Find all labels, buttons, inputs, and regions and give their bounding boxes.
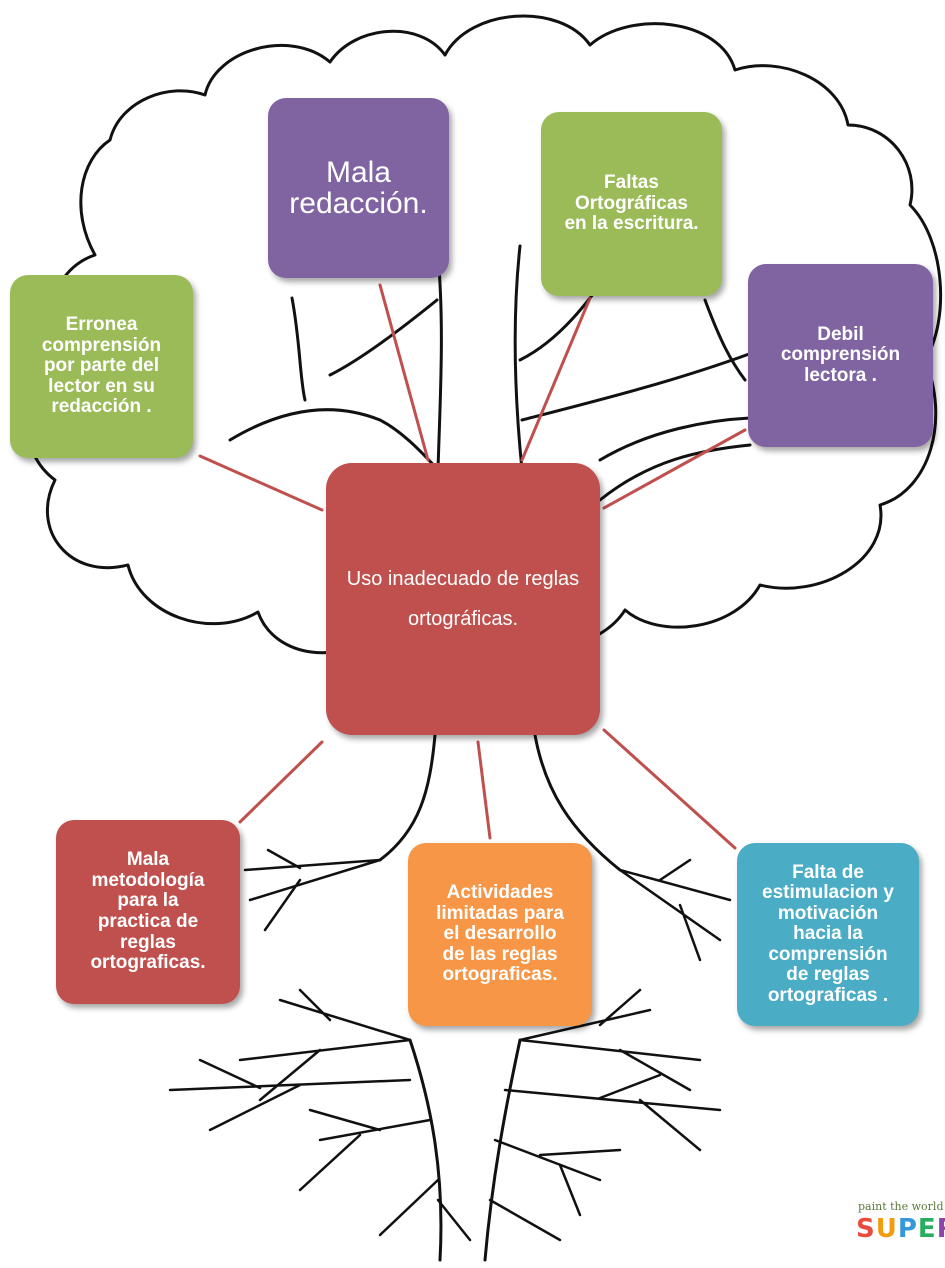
connector-cause-2 [476,740,492,840]
cause-text-3: Falta de estimulacion y motivación hacia… [762,861,894,1006]
logo-letter: R [937,1214,945,1244]
connector-effect-2 [378,283,430,462]
cause-text-1: Mala metodología para la practica de reg… [90,849,206,974]
central-problem-box: Uso inadecuado de reglas ortográficas. [326,463,600,735]
effect-text-3: Faltas Ortográficas en la escritura. [564,172,699,235]
cause-box-1: Mala metodología para la practica de reg… [56,820,240,1004]
connector-effect-3 [520,296,592,462]
effect-text-4: Debil comprensión lectora . [780,323,901,386]
logo-letter: U [875,1214,898,1244]
central-problem-text: Uso inadecuado de reglas ortográficas. [346,568,580,630]
tree-roots [168,848,732,1242]
cause-box-2: Actividades limitadas para el desarrollo… [408,843,592,1026]
connector-cause-3 [602,728,737,850]
effect-box-2: Mala redacción. [268,98,449,278]
connector-effect-4 [602,428,747,510]
cause-text-2: Actividades limitadas para el desarrollo… [436,882,564,986]
cause-box-3: Falta de estimulacion y motivación hacia… [737,843,919,1026]
effect-box-1: Erronea comprensión por parte del lector… [10,275,193,458]
logo-tagline: paint the world [858,1200,944,1213]
effect-text-1: Erronea comprensión por parte del lector… [41,314,162,418]
connector-lines [198,283,747,850]
connector-effect-1 [198,454,324,512]
logo-letter: E [917,1214,937,1244]
watermark-logo: paint the world SUPER [852,1200,945,1268]
connector-cause-1 [238,740,324,824]
tree-branches [228,244,762,1262]
effect-box-3: Faltas Ortográficas en la escritura. [541,112,722,296]
logo-letter: P [897,1214,918,1244]
effect-box-4: Debil comprensión lectora . [748,264,933,447]
effect-text-2: Mala redacción. [289,155,428,220]
logo-letter: S [856,1214,876,1244]
logo-wordmark: SUPER [856,1214,945,1244]
